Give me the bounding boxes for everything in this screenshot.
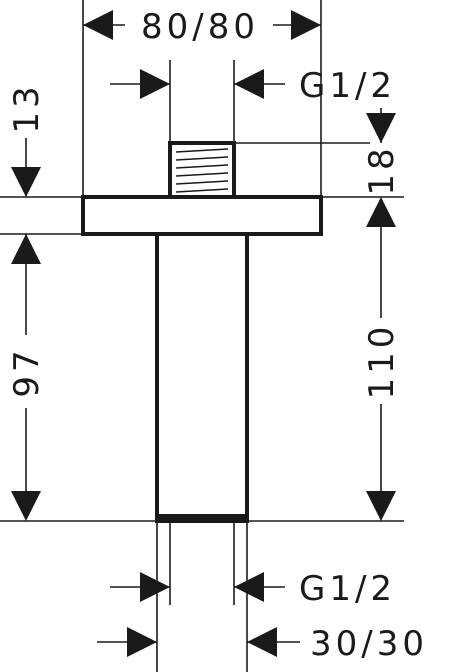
label-total-length: 110 bbox=[362, 323, 402, 400]
dimension-flange-height bbox=[11, 138, 41, 264]
arm-tube bbox=[155, 232, 249, 523]
dimension-thread-bottom bbox=[110, 572, 285, 602]
label-thread-length: 18 bbox=[362, 144, 402, 195]
label-width-top: 80/80 bbox=[141, 7, 259, 47]
thread-hatching bbox=[175, 148, 229, 193]
label-thread-bottom: G1/2 bbox=[299, 569, 396, 609]
dimension-width-top bbox=[83, 10, 321, 40]
label-width-bottom: 30/30 bbox=[310, 624, 428, 664]
label-thread-top: G1/2 bbox=[299, 66, 396, 106]
part-outline bbox=[81, 141, 323, 523]
dimension-tube-length bbox=[11, 264, 41, 521]
dimension-total-length bbox=[366, 227, 396, 521]
bottom-connector bbox=[157, 514, 247, 522]
label-flange-height: 13 bbox=[7, 82, 47, 133]
dimension-thread-top bbox=[110, 69, 285, 99]
ceiling-flange bbox=[81, 195, 323, 236]
dimension-thread-length bbox=[366, 108, 396, 227]
label-tube-length: 97 bbox=[7, 346, 47, 397]
dimension-width-bottom bbox=[97, 627, 300, 657]
extension-lines bbox=[0, 0, 404, 672]
